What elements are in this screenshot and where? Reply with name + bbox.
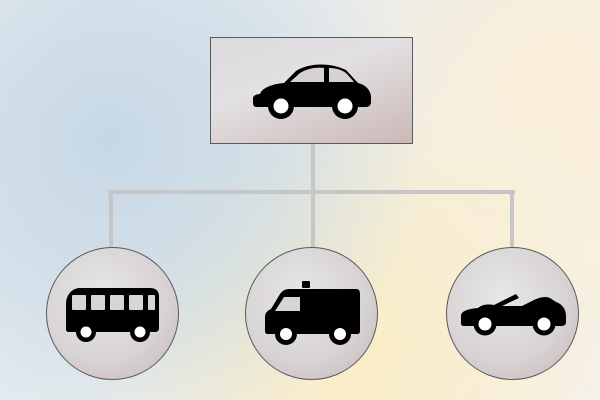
child-node-convertible: [446, 247, 579, 380]
ambulance-van-icon: [262, 280, 362, 347]
bus-icon: [64, 284, 162, 344]
child-node-van: [245, 247, 378, 380]
convertible-car-icon: [458, 288, 568, 340]
sedan-car-icon: [250, 60, 374, 122]
root-node: [210, 37, 413, 144]
child-node-bus: [46, 247, 179, 380]
